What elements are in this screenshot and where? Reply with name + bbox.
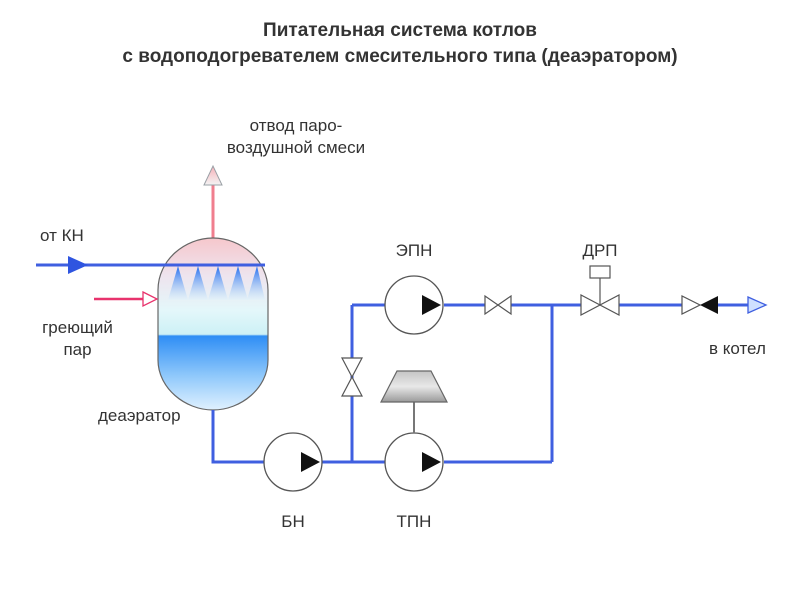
to-boiler-label: в котел [709,339,766,358]
drp-label: ДРП [582,241,618,260]
heating-steam-label-line-1: греющий [42,318,113,337]
tpn-pump-icon [422,452,441,472]
epn-pump[interactable] [384,275,444,335]
epn-pump-icon [422,295,441,315]
steam-arrow-icon [142,290,159,308]
diagram-title: Питательная система котлов с водоподогре… [0,18,800,70]
from-kn-label: от КН [40,226,84,245]
vent-label-line-2: воздушной смеси [226,138,366,157]
turbine-drive [380,370,448,433]
piping [211,303,748,464]
deaerator-tank [157,237,269,411]
heating-steam-inlet [94,290,159,308]
inlet-arrow-icon [68,256,88,274]
bn-label: БН [281,512,305,531]
spray-nozzles [168,266,265,300]
epn-gate-valve[interactable] [484,294,512,316]
tpn-pump[interactable] [384,432,444,492]
inlet-from-kn [36,256,265,274]
drp-actuator [589,265,611,279]
turbine-icon [380,370,448,403]
deaerator-outlet-pipe [211,410,264,464]
vent-label: отвод паро- воздушной смеси [206,115,386,159]
vent-arrow-icon [203,164,223,186]
drp-regulating-valve[interactable] [580,265,620,316]
epn-label: ЭПН [395,241,433,260]
deaerator-label: деаэратор [98,406,181,425]
bn-pump-icon [301,452,320,472]
title-line-1: Питательная система котлов [263,20,537,41]
boiler-arrow-icon [747,295,768,315]
tpn-label: ТПН [396,512,432,531]
heating-steam-label-line-2: пар [63,340,92,359]
vent-label-line-1: отвод паро- [249,116,343,135]
bn-pump[interactable] [263,432,323,492]
vent-line [203,164,223,238]
heating-steam-label: греющий пар [35,317,120,361]
title-line-2: с водоподогревателем смесительного типа … [122,46,678,67]
bypass-valve[interactable] [341,357,363,397]
check-valve[interactable] [681,295,718,315]
